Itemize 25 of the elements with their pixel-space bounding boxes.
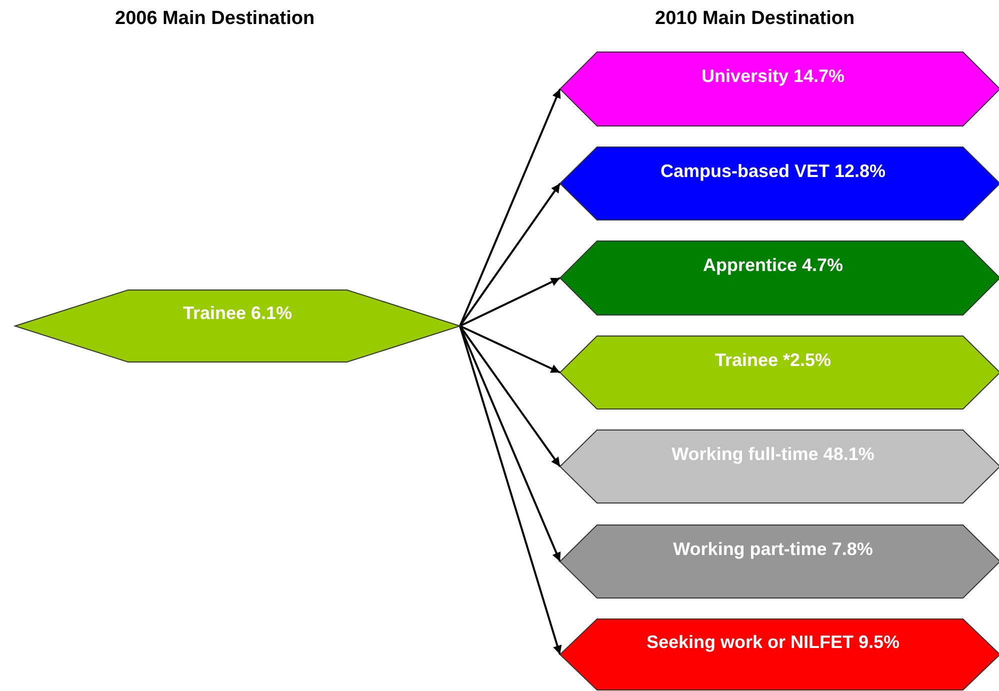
node-label: Trainee *2.5% (714, 348, 832, 372)
arrow (459, 326, 561, 562)
arrow (459, 325, 561, 468)
hexagon-node (15, 290, 460, 362)
node-label: Working part-time 7.8% (672, 538, 874, 561)
node-label: Working full-time 48.1% (670, 442, 876, 466)
hexagon-node (560, 52, 999, 126)
arrow (460, 325, 560, 374)
node-label: Apprentice 4.7% (702, 254, 844, 277)
column-heading: 2006 Main Destination (115, 8, 315, 30)
hexagon-node (560, 336, 999, 409)
arrow (459, 88, 561, 326)
node-label: Trainee 6.1% (182, 302, 294, 325)
arrow (460, 277, 560, 327)
node-label: Seeking work or NILFET 9.5% (645, 630, 901, 654)
hexagon-node (560, 241, 999, 315)
hexagon-node (560, 430, 999, 503)
node-label: Campus-based VET 12.8% (659, 160, 887, 183)
hexagon-node (560, 525, 999, 598)
hexagon-node (560, 147, 999, 220)
node-label: University 14.7% (700, 65, 846, 88)
column-heading: 2010 Main Destination (655, 8, 855, 30)
hexagon-node (560, 619, 999, 690)
arrow (459, 326, 562, 655)
arrow (459, 182, 561, 327)
